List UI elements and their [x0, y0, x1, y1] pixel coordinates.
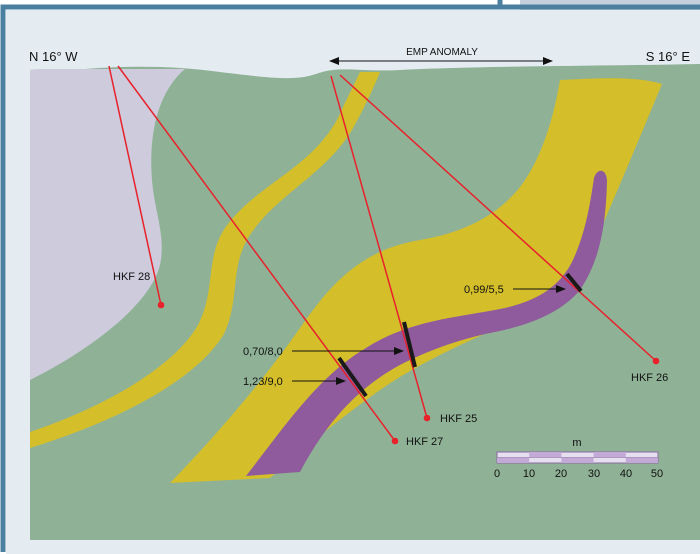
borehole-end-hkf25: [423, 414, 431, 422]
topographic-surface: [29, 61, 700, 78]
scale-tick-10: 10: [523, 468, 535, 480]
intersection-arrows: [292, 285, 566, 385]
borehole-end-hkf27: [391, 437, 399, 445]
borehole-label-hkf27: HKF 27: [406, 436, 443, 448]
intersection-label-2: 1,23/9,0: [243, 376, 283, 388]
intersection-arrowhead-0: [556, 285, 566, 293]
intersection-bar-1: [402, 321, 417, 368]
borehole-end-hkf28: [157, 301, 165, 309]
borehole-trace-hkf27: [117, 65, 396, 442]
scale-bar-unit: m: [572, 437, 581, 449]
intersection-arrowhead-2: [336, 377, 346, 385]
scale-tick-30: 30: [588, 468, 600, 480]
scale-tick-40: 40: [620, 468, 632, 480]
borehole-trace-hkf28: [108, 65, 162, 306]
scale-bar: m 0 10 20 30 40 50: [494, 437, 663, 480]
direction-left-label: N 16° W: [29, 49, 78, 64]
intersection-bar-2: [337, 356, 368, 398]
scale-tick-0: 0: [494, 468, 500, 480]
borehole-end-hkf26: [652, 357, 660, 365]
borehole-label-hkf26: HKF 26: [631, 372, 668, 384]
scale-bar-segment-1: [529, 452, 562, 458]
emp-anomaly-arrowhead-left: [329, 57, 339, 65]
scale-bar-segment-3: [497, 457, 530, 463]
intersection-bar-0: [565, 272, 583, 293]
intersection-bars: [337, 272, 583, 398]
intersection-arrowhead-1: [394, 347, 404, 355]
intersection-label-1: 0,70/8,0: [243, 346, 283, 358]
emp-anomaly-arrow: [329, 57, 553, 65]
borehole-label-hkf28: HKF 28: [113, 271, 150, 283]
yellow-unit-main: [170, 78, 662, 483]
scale-tick-50: 50: [651, 468, 663, 480]
borehole-label-hkf25: HKF 25: [440, 413, 477, 425]
borehole-traces: [108, 65, 657, 442]
scale-bar-segment-4: [561, 457, 594, 463]
scale-tick-20: 20: [555, 468, 567, 480]
direction-right-label: S 16° E: [646, 49, 691, 64]
emp-anomaly-label: EMP ANOMALY: [406, 47, 478, 58]
borehole-trace-hkf25: [330, 75, 428, 419]
borehole-trace-hkf26: [339, 74, 657, 362]
purple-unit: [246, 170, 607, 477]
yellow-band-left: [30, 72, 380, 448]
emp-anomaly-arrowhead-right: [543, 57, 553, 65]
pale-lavender-unit: [30, 69, 185, 380]
intersection-label-0: 0,99/5,5: [464, 284, 504, 296]
scale-bar-segment-5: [625, 457, 658, 463]
scale-bar-segment-2: [593, 452, 626, 458]
